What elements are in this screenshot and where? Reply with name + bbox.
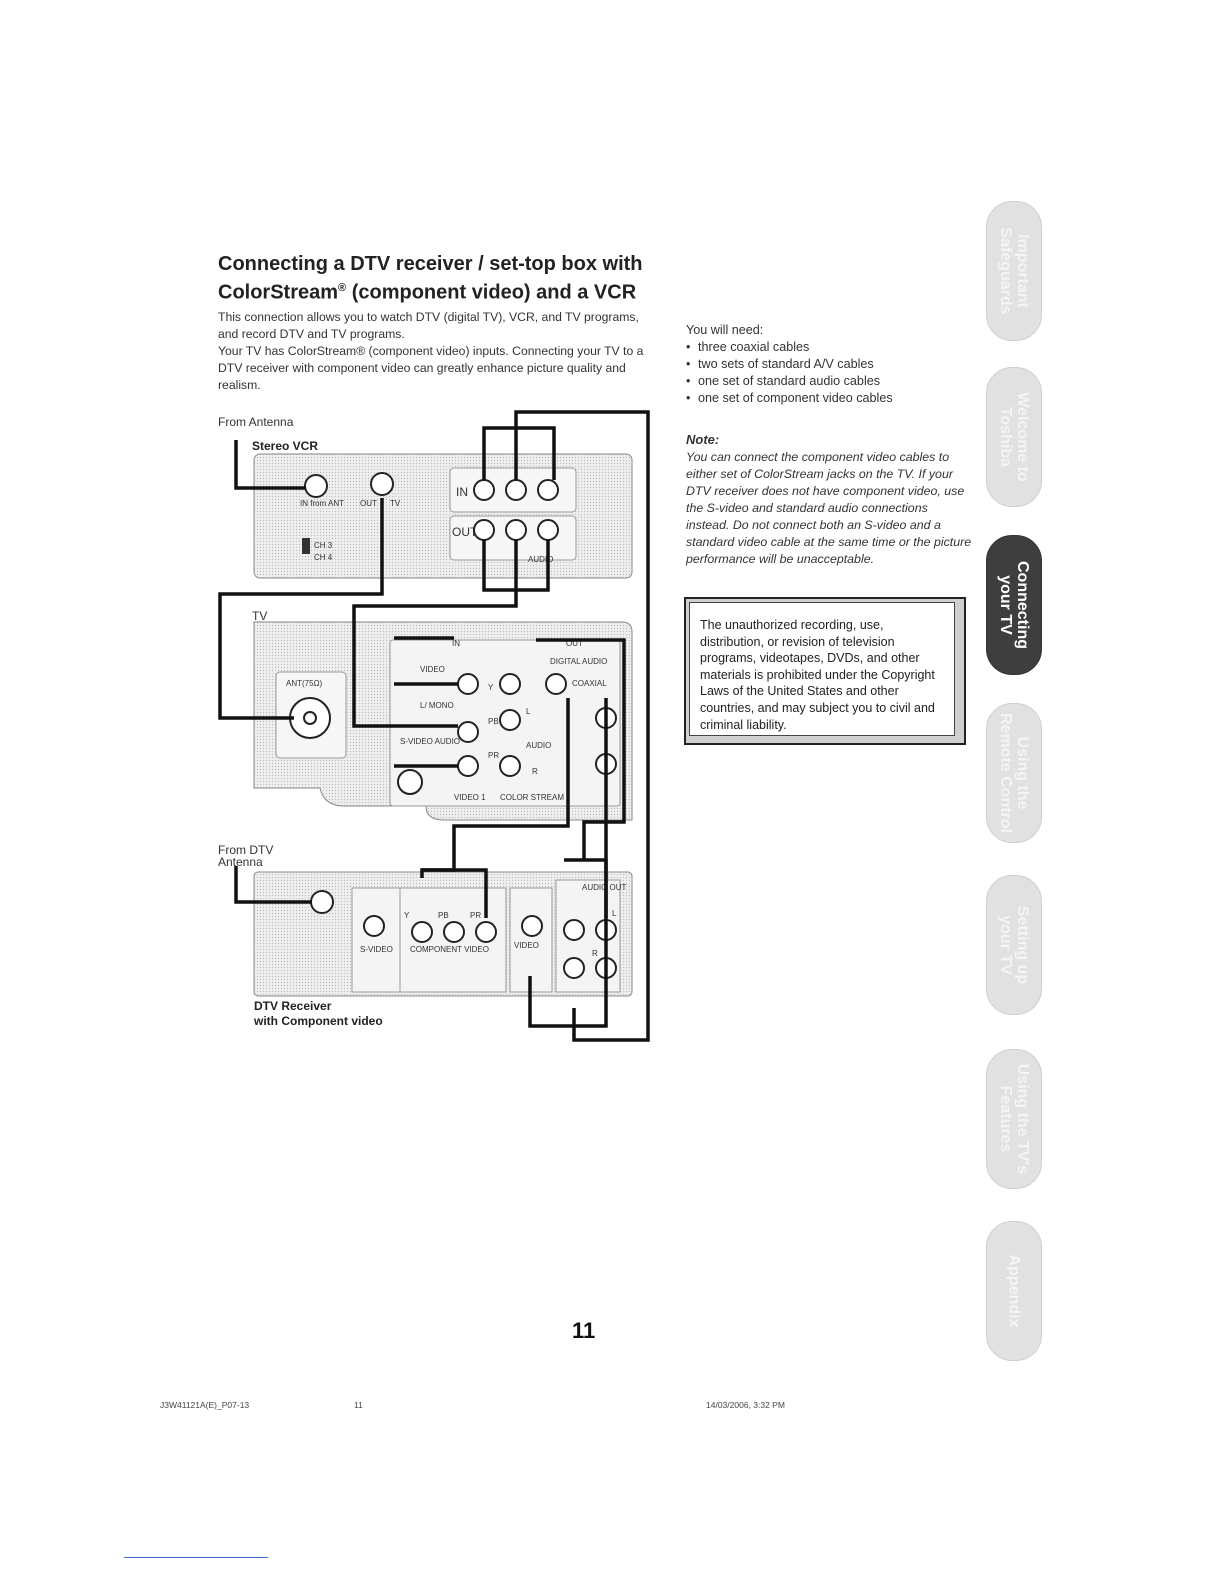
- page-title: Connecting a DTV receiver / set-top box …: [218, 252, 678, 305]
- note-body: You can connect the component video cabl…: [686, 450, 972, 566]
- intro-paragraph-2: Your TV has ColorStream® (component vide…: [218, 344, 644, 392]
- tv-video-label: VIDEO: [420, 665, 445, 674]
- tv-digital-audio-label: DIGITAL AUDIO: [550, 657, 607, 666]
- tv-svideo-audio-label: S-VIDEO AUDIO: [400, 737, 460, 746]
- requirements-heading: You will need:: [686, 323, 764, 337]
- requirements-list: You will need: three coaxial cables two …: [686, 322, 966, 407]
- tv-label: TV: [252, 609, 267, 623]
- tv-out-label: OUT: [566, 639, 583, 648]
- registered-mark: ®: [338, 282, 347, 294]
- vcr-out2-label: OUT: [452, 525, 478, 539]
- from-dtv-label: From DTV: [218, 843, 273, 857]
- dtv-l-label: L: [612, 909, 617, 918]
- dtv-component-label: COMPONENT VIDEO: [410, 945, 489, 954]
- dtv-pb-label: PB: [438, 911, 449, 920]
- tv-in-label: IN: [452, 639, 460, 648]
- tv-r-label: R: [532, 767, 538, 776]
- vcr-audio-label: AUDIO: [528, 555, 553, 564]
- vcr-out-label: OUT: [360, 499, 377, 508]
- copyright-warning-text: The unauthorized recording, use, distrib…: [689, 602, 955, 736]
- vcr-channel-switch: [302, 538, 310, 554]
- list-item: two sets of standard A/V cables: [686, 356, 966, 373]
- title-line-2-suffix: (component video) and a VCR: [346, 281, 637, 304]
- tv-pr-label: PR: [488, 751, 499, 760]
- tv-l-mono-label: L/ MONO: [420, 701, 454, 710]
- from-antenna-label: From Antenna: [218, 415, 294, 429]
- tv-l-label: L: [526, 707, 531, 716]
- list-item: one set of standard audio cables: [686, 373, 966, 390]
- page-number: 11: [572, 1318, 596, 1343]
- footer-page: 11: [354, 1400, 363, 1410]
- tv-pb-label: PB: [488, 717, 499, 726]
- intro-paragraph-1: This connection allows you to watch DTV …: [218, 310, 639, 341]
- vcr-ch3-label: CH 3: [314, 541, 333, 550]
- tab-appendix[interactable]: Appendix: [986, 1221, 1042, 1361]
- dtv-video-label: VIDEO: [514, 941, 539, 950]
- vcr-ch4-label: CH 4: [314, 553, 333, 562]
- requirements-items: three coaxial cables two sets of standar…: [686, 339, 966, 407]
- copyright-warning-box: The unauthorized recording, use, distrib…: [684, 597, 966, 745]
- dtv-video-panel: [509, 887, 553, 993]
- vcr-in-from-ant-label: IN from ANT: [300, 499, 344, 508]
- stereo-vcr-label: Stereo VCR: [252, 439, 318, 453]
- tv-y-label: Y: [488, 683, 494, 692]
- dtv-svideo-panel: [351, 887, 401, 993]
- title-line-2-prefix: ColorStream: [218, 281, 339, 304]
- list-item: one set of component video cables: [686, 390, 966, 407]
- tv-audio-label: AUDIO: [526, 741, 551, 750]
- footer-rule: [124, 1557, 268, 1558]
- connection-cables: [218, 410, 650, 1042]
- dtv-antenna-label: Antenna: [218, 855, 263, 869]
- footer-file-name: J3W41121A(E)_P07-13: [160, 1400, 250, 1410]
- dtv-r-label: R: [592, 949, 598, 958]
- tv-video1-label: VIDEO 1: [454, 793, 486, 802]
- note-block: Note: You can connect the component vide…: [686, 431, 972, 568]
- tv-color-stream-label: COLOR STREAM: [500, 793, 564, 802]
- dtv-with-component-label: with Component video: [253, 1014, 383, 1028]
- dtv-receiver-label: DTV Receiver: [254, 999, 332, 1013]
- vcr-in-label: IN: [456, 485, 468, 499]
- dtv-pr-label: PR: [470, 911, 481, 920]
- list-item: three coaxial cables: [686, 339, 966, 356]
- connection-diagram: From Antenna Stereo VCR IN from ANT OUT …: [218, 410, 650, 1042]
- intro-text: This connection allows you to watch DTV …: [218, 309, 658, 394]
- note-title: Note:: [686, 432, 720, 447]
- tv-ant-label: ANT(75Ω): [286, 679, 323, 688]
- tv-coaxial-label: COAXIAL: [572, 679, 607, 688]
- tab-label: Appendix: [1005, 1254, 1023, 1328]
- vcr-tv-label: TV: [390, 499, 401, 508]
- title-line-1: Connecting a DTV receiver / set-top box …: [218, 253, 643, 275]
- dtv-y-label: Y: [404, 911, 410, 920]
- dtv-svideo-label: S-VIDEO: [360, 945, 393, 954]
- footer-timestamp: 14/03/2006, 3:32 PM: [706, 1400, 785, 1410]
